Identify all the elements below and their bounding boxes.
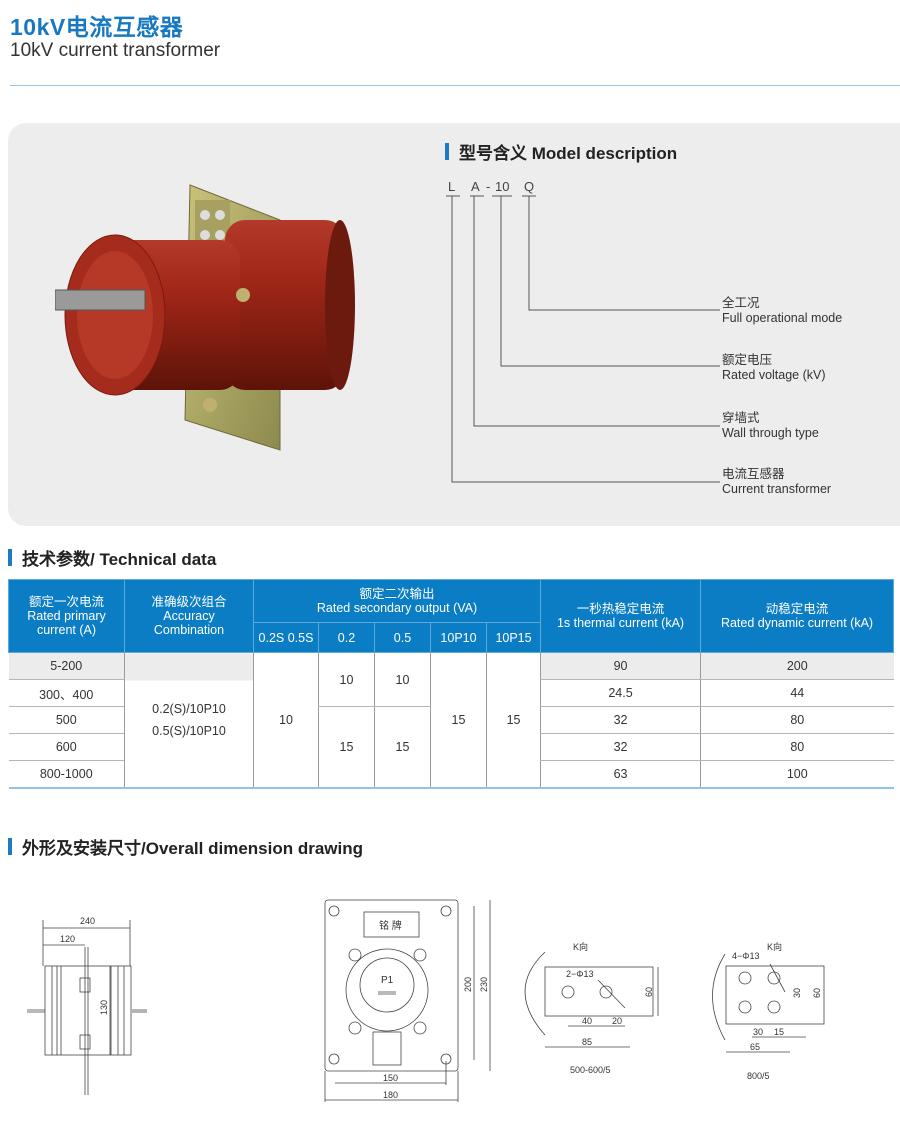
cell-primary: 800-1000 — [8, 760, 125, 788]
k2-dim-30v: 30 — [792, 988, 802, 998]
cell-dynamic: 80 — [700, 733, 894, 761]
table-row: 800-1000 63 100 — [8, 760, 894, 788]
cell-thermal: 32 — [540, 706, 701, 734]
cell-thermal: 63 — [540, 760, 701, 788]
cell-10p10: 15 — [430, 652, 487, 788]
cell-dynamic: 200 — [700, 652, 894, 680]
k2-holes: 4−Φ13 — [732, 951, 759, 961]
k1-dim-40: 40 — [582, 1016, 592, 1026]
page-subtitle: 10kV current transformer — [10, 40, 221, 61]
code-letter-A: A — [471, 179, 480, 194]
cell-primary: 500 — [8, 706, 125, 734]
dim-240: 240 — [80, 916, 95, 926]
section-marker — [445, 143, 449, 160]
k1-holes: 2−Φ13 — [566, 969, 593, 979]
model-description-heading: 型号含义 Model description — [445, 139, 677, 164]
cell-thermal: 90 — [540, 652, 701, 680]
dim-130: 130 — [99, 1000, 109, 1015]
k1-dim-60: 60 — [644, 987, 654, 997]
dim-230: 230 — [479, 977, 489, 992]
code-dash: - — [486, 179, 491, 194]
heading-text: 外形及安装尺寸/Overall dimension drawing — [22, 839, 363, 858]
section-marker — [8, 549, 12, 566]
front-view-drawing — [324, 899, 491, 1102]
side-view-drawing — [27, 920, 147, 1095]
heading-text: 型号含义 Model description — [459, 144, 678, 163]
cell-primary: 600 — [8, 733, 125, 761]
k2-title: K向 — [767, 941, 782, 952]
divider — [10, 85, 900, 86]
heading-text: 技术参数/ Technical data — [22, 550, 217, 569]
dimension-drawings: 240 120 130 铭 牌 P1 200 230 150 180 K向 2−… — [27, 899, 825, 1102]
subheader: 0.2 — [318, 622, 375, 653]
technical-data-heading: 技术参数/ Technical data — [8, 545, 216, 570]
table-row: 500 15 15 32 80 — [8, 706, 894, 788]
code-voltage: 10 — [495, 179, 510, 194]
cell-dynamic: 80 — [700, 706, 894, 734]
k2-dim-30: 30 — [753, 1027, 763, 1037]
k1-caption: 500-600/5 — [570, 1065, 611, 1075]
subheader: 0.2S 0.5S — [253, 622, 319, 653]
cell-02s05s: 10 — [253, 652, 319, 788]
product-photo — [55, 184, 355, 451]
cell-dynamic: 100 — [700, 760, 894, 788]
cell-05-bottom: 15 — [374, 706, 431, 788]
k1-title: K向 — [573, 941, 588, 952]
k2-dim-65: 65 — [750, 1042, 760, 1052]
k-view-800-drawing — [712, 953, 825, 1053]
cell-dynamic: 44 — [700, 679, 894, 707]
subheader: 0.5 — [374, 622, 431, 653]
cell-02-bottom: 15 — [318, 706, 375, 788]
table-row: 300、400 24.5 44 — [8, 679, 894, 707]
cell-primary: 300、400 — [8, 679, 125, 707]
section-marker — [8, 838, 12, 855]
p1-label: P1 — [381, 975, 394, 986]
k1-dim-85: 85 — [582, 1037, 592, 1047]
dimension-drawing-heading: 外形及安装尺寸/Overall dimension drawing — [8, 834, 363, 859]
dim-200: 200 — [463, 977, 473, 992]
cell-thermal: 32 — [540, 733, 701, 761]
k-view-500-600-drawing — [524, 951, 659, 1048]
subheader: 10P15 — [485, 622, 542, 653]
cell-thermal: 24.5 — [540, 679, 701, 707]
nameplate-label: 铭 牌 — [379, 919, 402, 932]
code-letter-Q: Q — [524, 179, 535, 194]
k1-dim-20: 20 — [612, 1016, 622, 1026]
cell-10p15: 15 — [485, 652, 541, 788]
dim-120: 120 — [60, 934, 75, 944]
k2-dim-60: 60 — [812, 988, 822, 998]
dim-180: 180 — [383, 1090, 398, 1100]
k2-dim-15: 15 — [774, 1027, 784, 1037]
dim-150: 150 — [383, 1073, 398, 1083]
cell-primary: 5-200 — [8, 652, 125, 680]
k2-caption: 800/5 — [747, 1071, 770, 1081]
model-leader-lines — [446, 195, 720, 483]
table-row: 600 32 80 — [8, 733, 894, 761]
cell-05-top: 10 — [374, 652, 431, 707]
page-title: 10kV电流互感器 — [10, 14, 184, 40]
subheader: 10P10 — [430, 622, 487, 653]
code-letter-L: L — [448, 179, 456, 194]
cell-02-top: 10 — [318, 652, 375, 707]
